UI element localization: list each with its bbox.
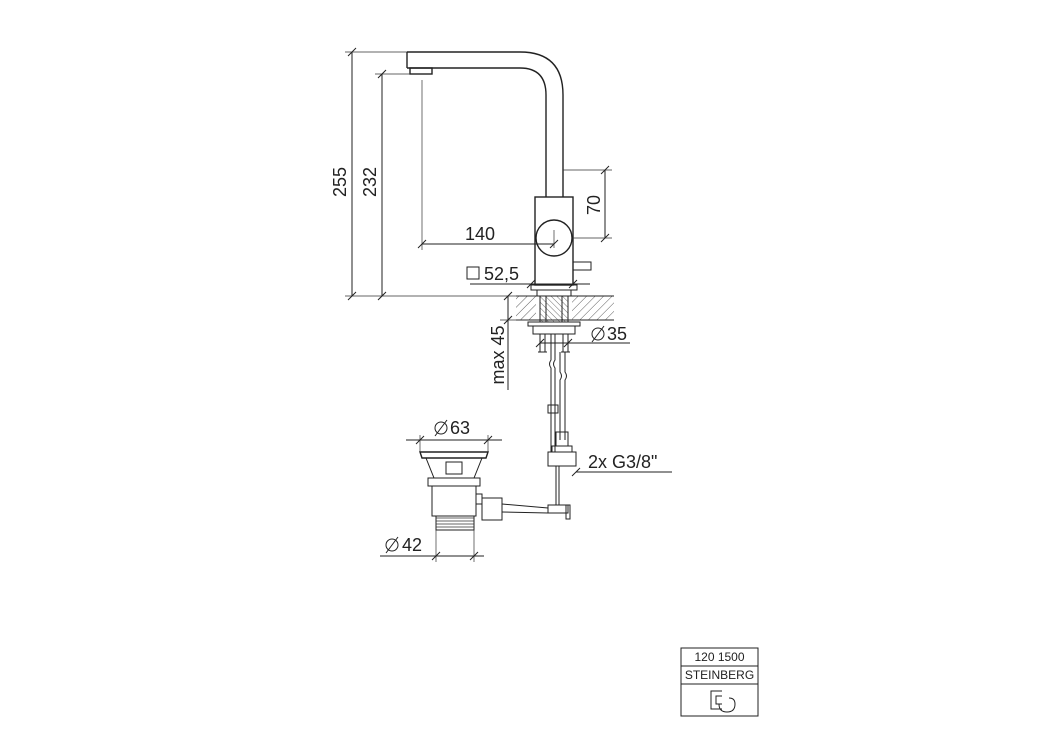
diameter-symbol bbox=[385, 536, 399, 554]
dimension-lines bbox=[345, 47, 672, 562]
square-symbol bbox=[466, 266, 480, 280]
dim-spout-height: 232 bbox=[360, 167, 380, 197]
dim-base-square: 52,5 bbox=[484, 264, 519, 284]
dim-max-thickness: max 45 bbox=[488, 325, 508, 384]
dim-waste-top-diameter: 63 bbox=[450, 418, 470, 438]
steinberg-logo-icon bbox=[710, 690, 736, 713]
dim-connections: 2x G3/8" bbox=[588, 452, 657, 472]
brand-name: STEINBERG bbox=[685, 668, 754, 682]
supply-hoses bbox=[547, 334, 577, 520]
pop-up-waste bbox=[419, 451, 549, 531]
article-number: 120 1500 bbox=[694, 650, 744, 664]
diameter-symbol bbox=[434, 419, 448, 437]
faucet-drawing bbox=[406, 51, 592, 297]
dim-spout-reach: 140 bbox=[465, 224, 495, 244]
dim-waste-thread-diameter: 42 bbox=[402, 535, 422, 555]
dim-lever-offset: 70 bbox=[584, 195, 604, 215]
title-block: 120 1500 STEINBERG bbox=[680, 647, 759, 717]
worktop-section bbox=[516, 295, 614, 353]
dim-total-height: 255 bbox=[330, 167, 350, 197]
dim-mount-diameter: 35 bbox=[607, 324, 627, 344]
diameter-symbol bbox=[591, 325, 605, 343]
